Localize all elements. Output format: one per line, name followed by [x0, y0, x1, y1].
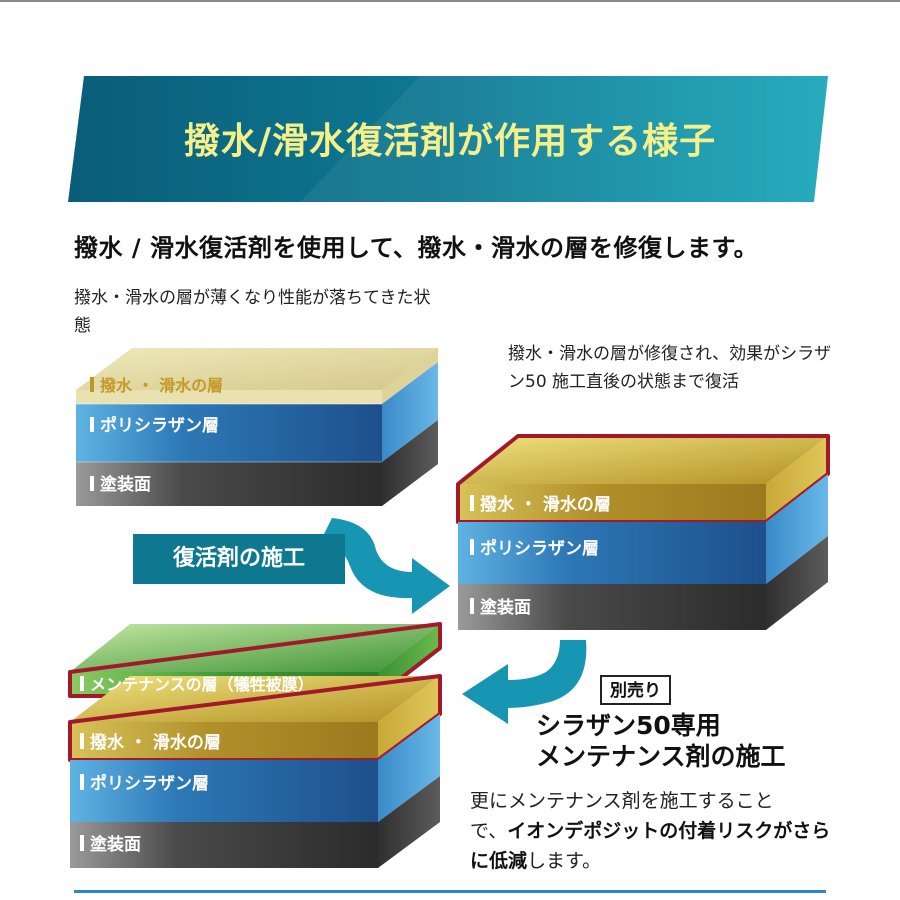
title-banner — [68, 76, 828, 202]
banner-title: 撥水/滑水復活剤が作用する様子 — [183, 121, 717, 162]
maintenance-water-label: 撥水 ・ 滑水の層 — [90, 732, 221, 753]
before-paint-label: 塗装面 — [100, 474, 151, 495]
before-water-label: 撥水 ・ 滑水の層 — [100, 376, 223, 395]
bottom-rule — [74, 890, 826, 893]
after-polysilazane-label: ポリシラザン層 — [480, 538, 599, 559]
arrow-to-after — [320, 518, 450, 614]
arrow-to-maintenance — [462, 640, 587, 724]
before-block: 撥水 ・ 滑水の層 ポリシラザン層 塗装面 — [76, 348, 438, 506]
subtitle: 撥水 / 滑水復活剤を使用して、撥水・滑水の層を修復します。 — [74, 234, 759, 262]
maintenance-title: シラザン50専用 メンテナンス剤の施工 — [536, 710, 786, 772]
before-polysilazane-label: ポリシラザン層 — [100, 415, 219, 436]
maintenance-paint-label: 塗装面 — [90, 834, 141, 855]
maintenance-title-line1: シラザン50専用 — [536, 711, 721, 740]
after-block: 撥水 ・ 滑水の層 ポリシラザン層 塗装面 — [456, 434, 830, 630]
maintenance-desc-part1: 更にメンテナンス剤を施工すること — [470, 790, 774, 812]
after-caption: 撥水・滑水の層が修復され、効果がシラザン50 施工直後の状態まで復活 — [508, 344, 832, 392]
maintenance-layer-label: メンテナンスの層（犠牲被膜） — [90, 675, 314, 694]
before-caption: 撥水・滑水の層が薄くなり性能が落ちてきた状態 — [74, 288, 431, 336]
maintenance-desc-part3: します。 — [527, 850, 602, 872]
maintenance-desc-part2: で、 — [470, 820, 508, 842]
sold-separately-badge: 別売り — [600, 675, 671, 705]
maintenance-block: メンテナンスの層（犠牲被膜） 撥水 ・ 滑水の層 ポリシラザン層 塗装面 — [68, 622, 442, 868]
step-label-restorer: 復活剤の施工 — [133, 534, 345, 584]
after-paint-label: 塗装面 — [480, 597, 531, 618]
maintenance-polysilazane-label: ポリシラザン層 — [90, 773, 209, 794]
maintenance-description: 更にメンテナンス剤を施工すること で、イオンデポジットの付着リスクがさらに低減し… — [470, 786, 840, 876]
maintenance-desc-bold: イオンデポジットの付着リスクがさらに低減 — [470, 820, 831, 872]
top-rule — [0, 0, 900, 2]
maintenance-title-line2: メンテナンス剤の施工 — [536, 742, 786, 771]
after-water-label: 撥水 ・ 滑水の層 — [480, 494, 611, 515]
